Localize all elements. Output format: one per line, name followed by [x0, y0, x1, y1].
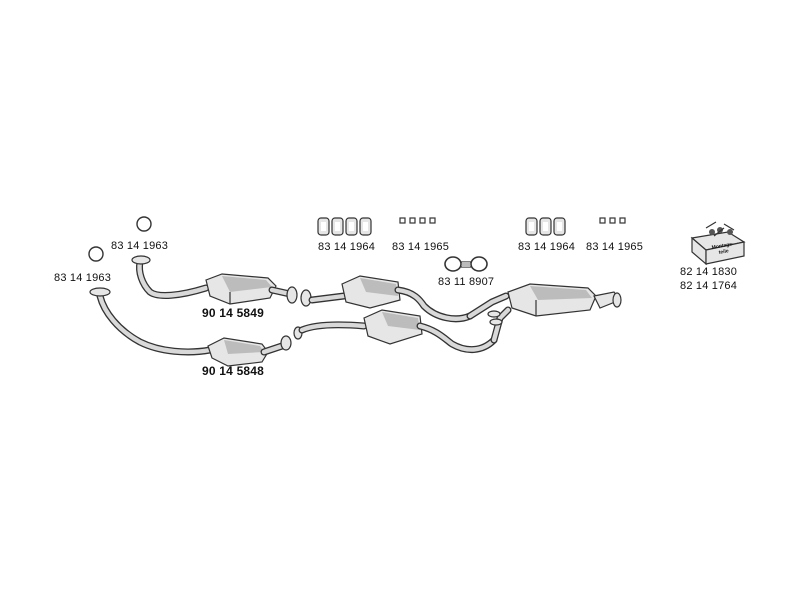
label-catalyst-lower: 90 14 5848	[202, 364, 265, 378]
middle-pipe-lower[interactable]	[298, 321, 368, 334]
front-pipe-upper[interactable]	[131, 255, 210, 299]
middle-silencer-lower[interactable]	[363, 309, 498, 353]
front-pipe-lower[interactable]	[89, 287, 214, 356]
middle-pipe-upper[interactable]	[308, 292, 348, 304]
middle-silencer-upper[interactable]	[341, 275, 474, 323]
mounting-kit-box[interactable]: Montage- teile	[690, 221, 746, 266]
catalytic-converter-upper[interactable]	[205, 273, 298, 305]
label-seal-front-lower: 83 14 1963	[54, 272, 112, 284]
connecting-pipes[interactable]	[466, 292, 512, 344]
label-seal-front-upper: 83 14 1963	[111, 240, 169, 252]
catalytic-converter-lower[interactable]	[207, 335, 292, 367]
label-clamp-1: 83 14 1965	[392, 241, 450, 253]
label-rubber-mount-2: 83 14 1964	[518, 241, 576, 253]
label-clamp-2: 83 14 1965	[586, 241, 644, 253]
rubber-mounts-2[interactable]	[525, 217, 566, 236]
rubber-mounts-1[interactable]	[317, 217, 372, 236]
seal-ring-upper[interactable]	[136, 216, 152, 232]
seal-ring-lower[interactable]	[88, 246, 104, 262]
label-kit-1: 82 14 1830	[680, 266, 738, 278]
label-kit-2: 82 14 1764	[680, 280, 738, 292]
small-clamps-1[interactable]	[399, 217, 436, 224]
small-clamps-2[interactable]	[599, 217, 626, 224]
rear-silencer[interactable]	[507, 283, 622, 317]
svg-text:Montage- teile: Montage- teile	[711, 241, 736, 257]
label-connector: 83 11 8907	[438, 276, 495, 288]
kit-box-label-line-1: Montage-	[711, 241, 734, 251]
label-catalyst-upper: 90 14 5849	[202, 306, 265, 320]
pipe-connector[interactable]	[444, 256, 488, 272]
kit-box-label-line-2: teile	[718, 248, 729, 256]
label-rubber-mount-1: 83 14 1964	[318, 241, 376, 253]
